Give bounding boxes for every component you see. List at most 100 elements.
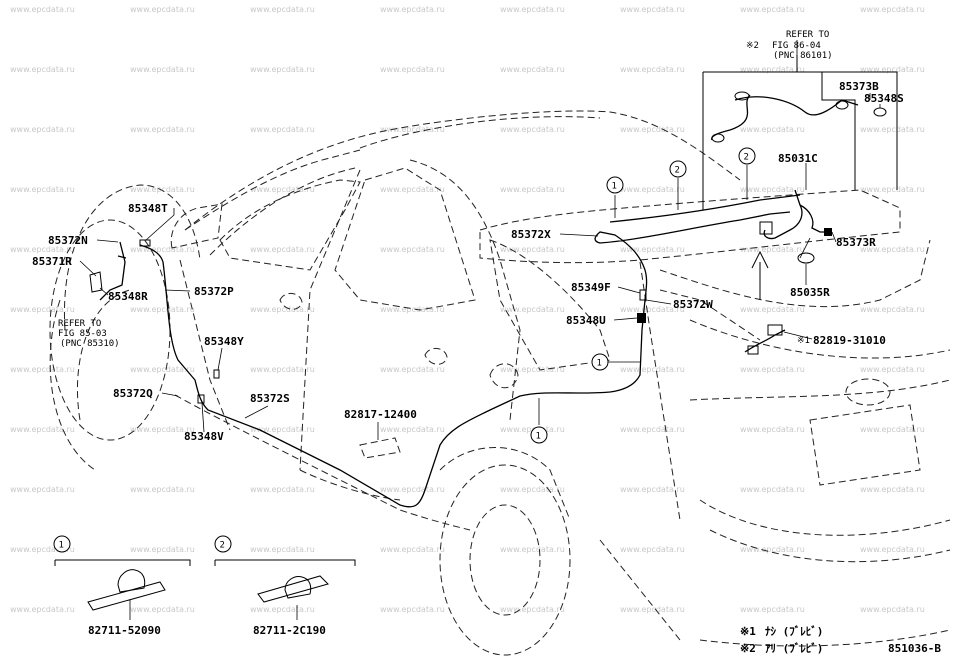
watermark-text: www.epcdata.ru bbox=[130, 365, 195, 374]
rear-harness-inset bbox=[702, 55, 898, 355]
watermark-text: www.epcdata.ru bbox=[250, 65, 315, 74]
watermark-text: www.epcdata.ru bbox=[860, 545, 925, 554]
watermark-text: www.epcdata.ru bbox=[500, 305, 565, 314]
watermark-text: www.epcdata.ru bbox=[380, 5, 445, 14]
legend-text-2: ｱﾘ (ﾌﾞﾚﾋﾞ) bbox=[765, 641, 823, 655]
watermark-text: www.epcdata.ru bbox=[860, 425, 925, 434]
watermark-text: www.epcdata.ru bbox=[500, 5, 565, 14]
watermark-text: www.epcdata.ru bbox=[500, 185, 565, 194]
watermark-text: www.epcdata.ru bbox=[860, 245, 925, 254]
watermark-text: www.epcdata.ru bbox=[620, 425, 685, 434]
watermark-text: www.epcdata.ru bbox=[250, 305, 315, 314]
watermark-text: www.epcdata.ru bbox=[130, 605, 195, 614]
watermark-text: www.epcdata.ru bbox=[10, 485, 75, 494]
watermark-text: www.epcdata.ru bbox=[860, 485, 925, 494]
inset-1-marker-label: 1 bbox=[59, 541, 64, 551]
connector-85373b bbox=[835, 100, 849, 110]
watermark-text: www.epcdata.ru bbox=[380, 125, 445, 134]
callout-1-a bbox=[606, 176, 624, 194]
watermark-text: www.epcdata.ru bbox=[380, 305, 445, 314]
label-85372n: 85372N bbox=[48, 234, 88, 247]
watermark-text: www.epcdata.ru bbox=[620, 65, 685, 74]
connector-upper bbox=[734, 91, 750, 101]
watermark-layer: www.epcdata.ru www.epcdata.ru www.epcdata.… bbox=[10, 5, 925, 614]
watermark-text: www.epcdata.ru bbox=[10, 545, 75, 554]
watermark-text: www.epcdata.ru bbox=[250, 425, 315, 434]
grommet-85035r bbox=[797, 252, 815, 264]
label-85372s: 85372S bbox=[250, 392, 290, 405]
inset-2-marker-label: 2 bbox=[220, 541, 225, 551]
watermark-text: www.epcdata.ru bbox=[10, 65, 75, 74]
refer-top-line3: (PNC 86101) bbox=[773, 51, 833, 61]
connector-85373r bbox=[824, 228, 832, 236]
watermark-text: www.epcdata.ru bbox=[250, 185, 315, 194]
clip-82711-52090-head bbox=[117, 569, 146, 593]
arrow-up bbox=[751, 250, 769, 300]
watermark-text: www.epcdata.ru bbox=[620, 125, 685, 134]
leader-lines bbox=[79, 40, 881, 440]
connector-82819 bbox=[767, 324, 783, 336]
watermark-text: www.epcdata.ru bbox=[10, 305, 75, 314]
watermark-text: www.epcdata.ru bbox=[620, 485, 685, 494]
watermark-text: www.epcdata.ru bbox=[620, 605, 685, 614]
part-85371r-shape bbox=[89, 271, 103, 293]
label-85348r: 85348R bbox=[108, 290, 148, 303]
connector-85348t bbox=[139, 239, 151, 247]
inset-2-marker bbox=[214, 535, 232, 553]
watermark-text: www.epcdata.ru bbox=[740, 365, 805, 374]
watermark-text: www.epcdata.ru bbox=[380, 65, 445, 74]
watermark-text: www.epcdata.ru bbox=[130, 305, 195, 314]
watermark-text: www.epcdata.ru bbox=[740, 605, 805, 614]
label-85373r: 85373R bbox=[836, 236, 876, 249]
watermark-text: www.epcdata.ru bbox=[860, 605, 925, 614]
watermark-text: www.epcdata.ru bbox=[130, 245, 195, 254]
watermark-text: www.epcdata.ru bbox=[740, 305, 805, 314]
watermark-text: www.epcdata.ru bbox=[740, 485, 805, 494]
watermark-text: www.epcdata.ru bbox=[130, 425, 195, 434]
watermark-text: www.epcdata.ru bbox=[500, 365, 565, 374]
watermark-text: www.epcdata.ru bbox=[380, 185, 445, 194]
callout-2-b-label: 2 bbox=[744, 153, 749, 163]
label-85373b: 85373B bbox=[839, 80, 879, 93]
watermark-text: www.epcdata.ru bbox=[500, 245, 565, 254]
watermark-text: www.epcdata.ru bbox=[130, 545, 195, 554]
label-85372w: 85372W bbox=[673, 298, 713, 311]
clamp-85348v bbox=[197, 394, 205, 404]
label-85349f: 85349F bbox=[571, 281, 611, 294]
watermark-text: www.epcdata.ru bbox=[740, 425, 805, 434]
watermark-text: www.epcdata.ru bbox=[250, 605, 315, 614]
watermark-text: www.epcdata.ru bbox=[130, 5, 195, 14]
label-85031c: 85031C bbox=[778, 152, 818, 165]
watermark-text: www.epcdata.ru bbox=[250, 545, 315, 554]
watermark-text: www.epcdata.ru bbox=[620, 545, 685, 554]
callout-1-a-label: 1 bbox=[612, 182, 617, 192]
label-85372x: 85372X bbox=[511, 228, 551, 241]
watermark-text: www.epcdata.ru bbox=[860, 65, 925, 74]
watermark-text: www.epcdata.ru bbox=[740, 5, 805, 14]
inset-1-marker bbox=[53, 535, 71, 553]
watermark-text: www.epcdata.ru bbox=[500, 125, 565, 134]
part-labels: REFER TO ※2 FIG 86-04 (PNC 86101) 85373B… bbox=[32, 30, 904, 443]
connector-85348u bbox=[637, 313, 646, 323]
watermark-text: www.epcdata.ru bbox=[860, 185, 925, 194]
label-85348u: 85348U bbox=[566, 314, 606, 327]
legend-mark-1: ※1 bbox=[740, 625, 756, 638]
clip-82711-52090-base bbox=[87, 581, 166, 611]
label-82711-52090: 82711-52090 bbox=[88, 624, 161, 637]
watermark-text: www.epcdata.ru bbox=[380, 605, 445, 614]
watermark-text: www.epcdata.ru bbox=[740, 185, 805, 194]
watermark-text: www.epcdata.ru bbox=[10, 365, 75, 374]
connector-85031c bbox=[759, 221, 773, 235]
watermark-text: www.epcdata.ru bbox=[380, 425, 445, 434]
callout-markers: 1 2 2 1 1 bbox=[530, 147, 756, 444]
connector-82819-b bbox=[747, 345, 759, 355]
watermark-text: www.epcdata.ru bbox=[250, 485, 315, 494]
watermark-text: www.epcdata.ru bbox=[620, 365, 685, 374]
watermark-text: www.epcdata.ru bbox=[500, 65, 565, 74]
clamp-85348y bbox=[213, 369, 220, 379]
clamp-85372w bbox=[639, 289, 647, 301]
watermark-text: www.epcdata.ru bbox=[740, 125, 805, 134]
clip-82711-2c190-head bbox=[284, 576, 312, 599]
label-85348y: 85348Y bbox=[204, 335, 244, 348]
